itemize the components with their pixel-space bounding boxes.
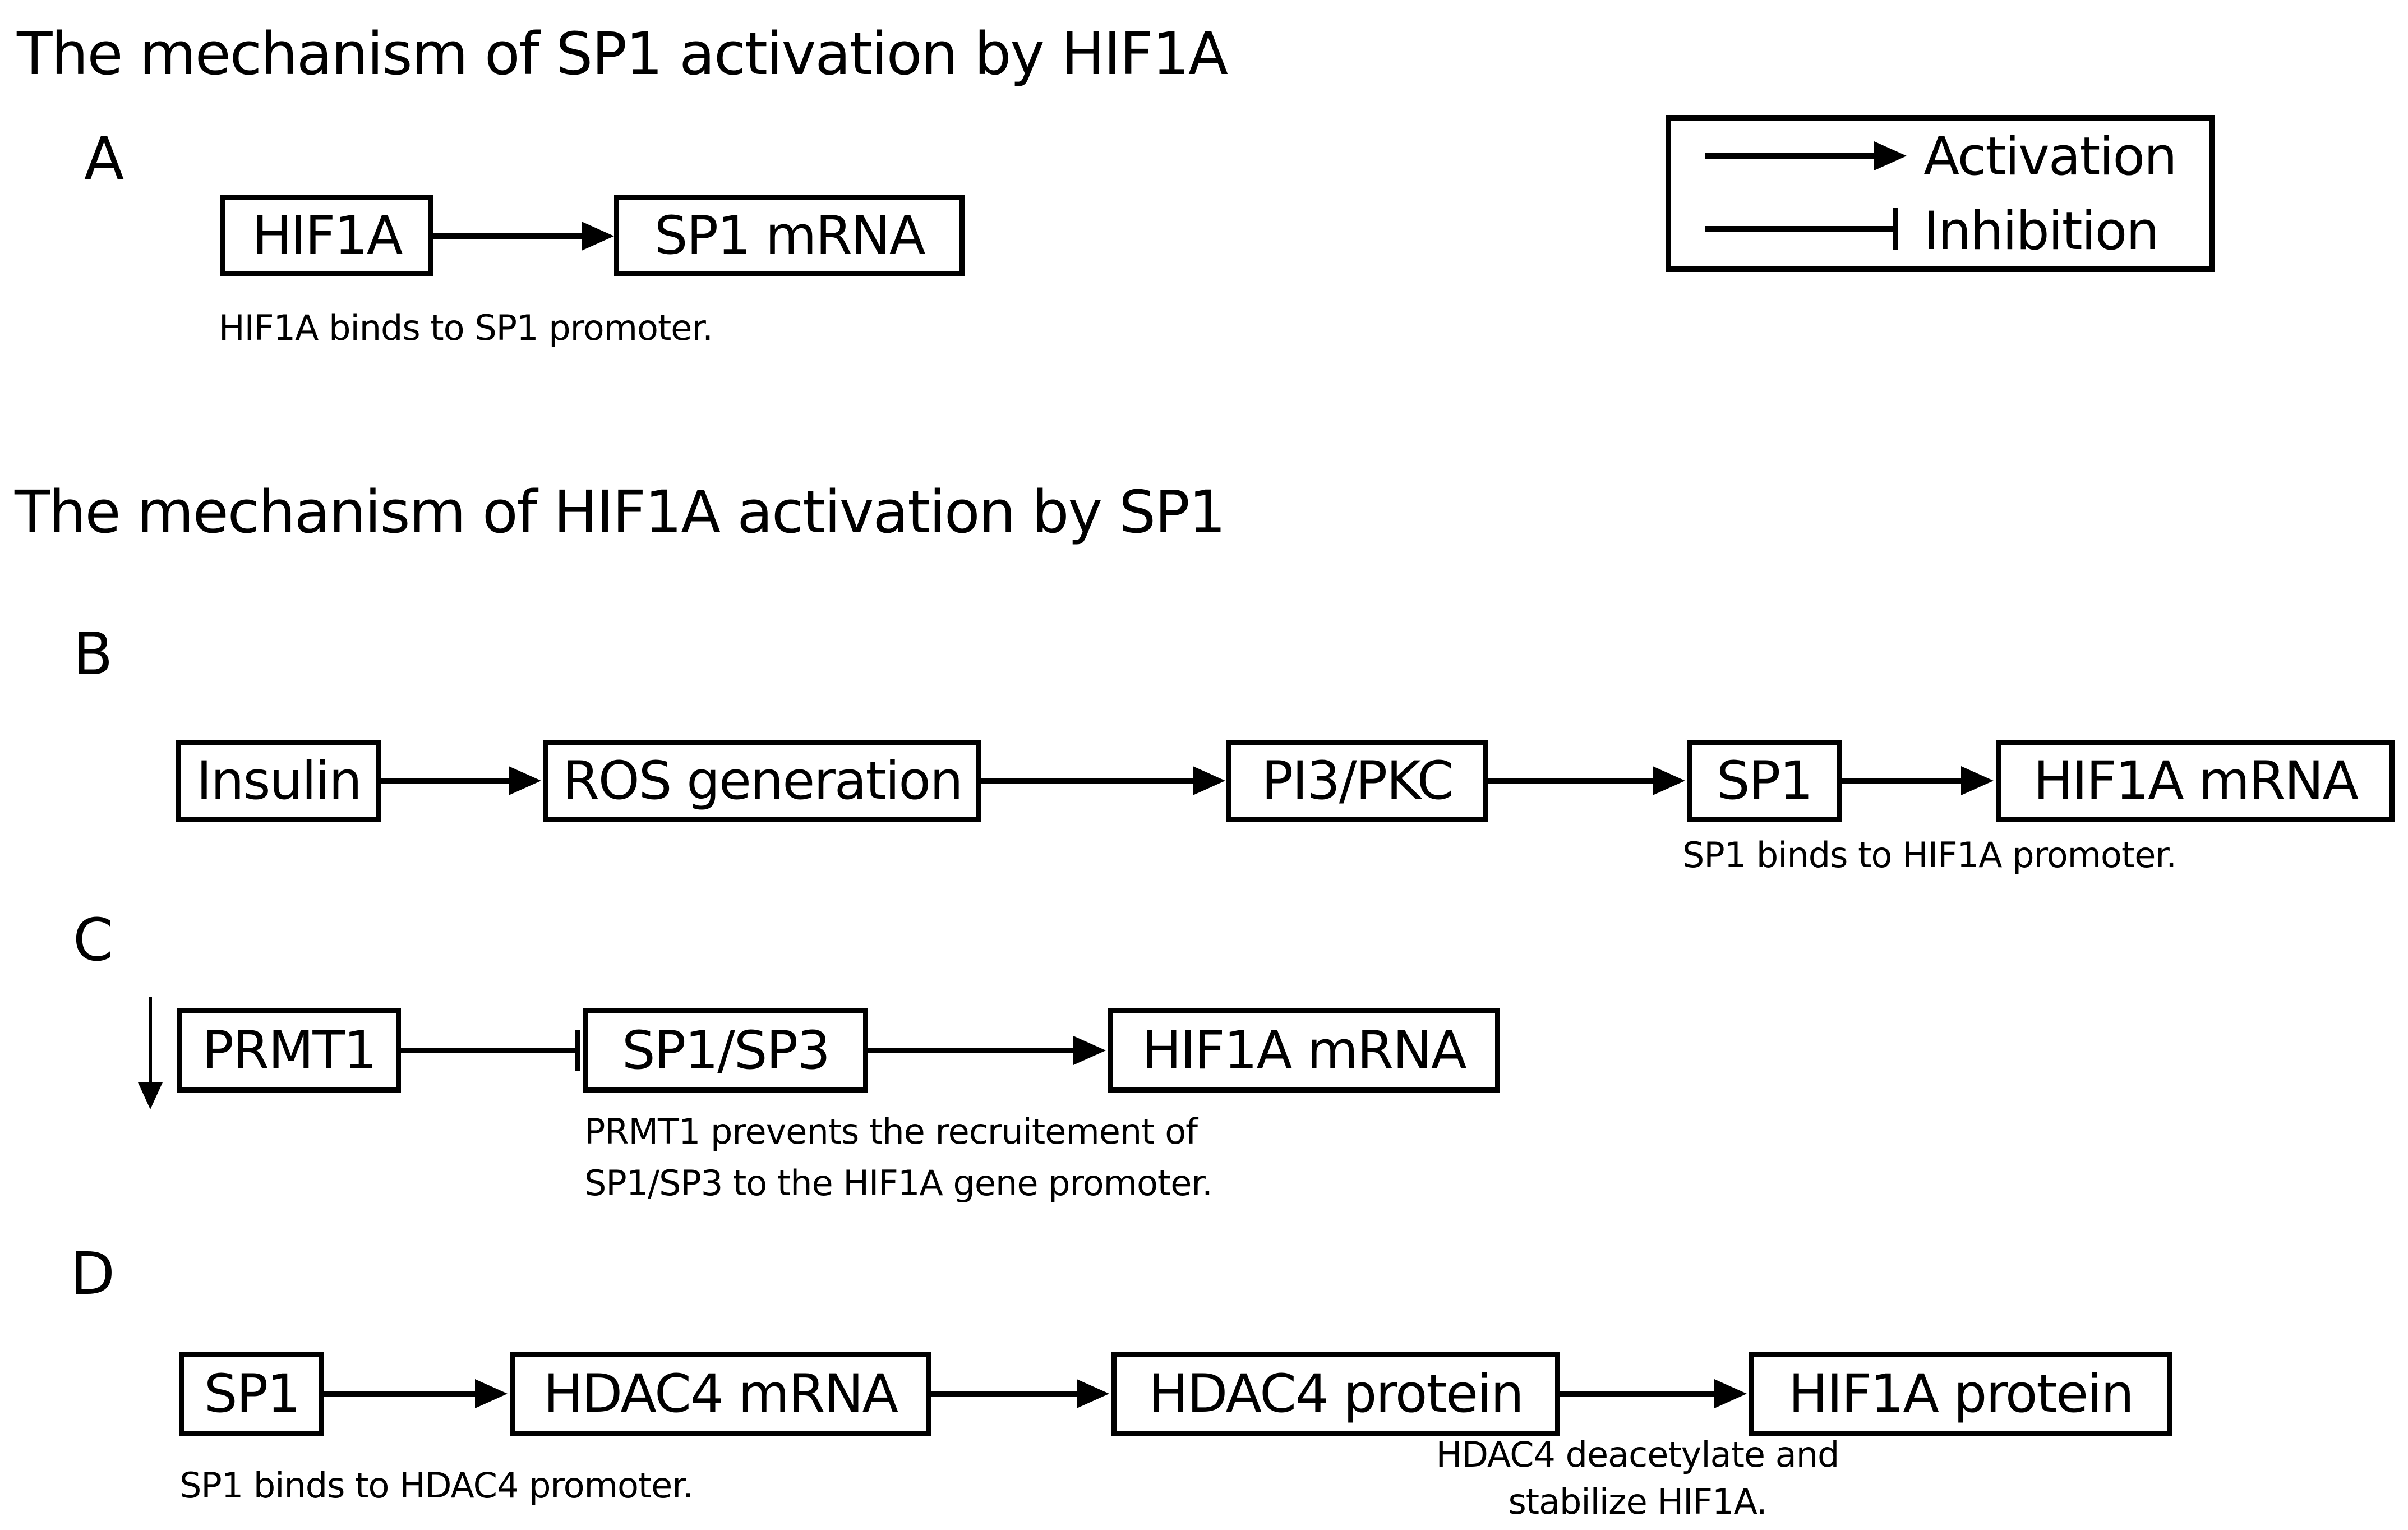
caption-c-line1: PRMT1 prevents the recruitement of bbox=[584, 1111, 1198, 1152]
arrow-line bbox=[1560, 1391, 1714, 1397]
caption-a: HIF1A binds to SP1 promoter. bbox=[219, 307, 713, 348]
node-label: SP1 bbox=[1716, 750, 1813, 812]
node-label: HIF1A protein bbox=[1788, 1363, 2134, 1425]
node-label: HIF1A mRNA bbox=[2033, 750, 2359, 812]
legend-inhibition-label: Inhibition bbox=[1923, 201, 2160, 262]
arrow-head bbox=[475, 1379, 508, 1408]
node-label: PI3/PKC bbox=[1261, 750, 1454, 812]
arrow-head bbox=[582, 222, 614, 251]
arrow-line bbox=[868, 1048, 1073, 1053]
node-label: HDAC4 mRNA bbox=[543, 1363, 898, 1425]
panel-b-label: B bbox=[73, 620, 113, 688]
panel-d-label: D bbox=[70, 1239, 116, 1308]
legend-box bbox=[1666, 115, 2215, 272]
arrow-line bbox=[433, 233, 586, 239]
arrow-head bbox=[1653, 766, 1685, 795]
node-a-hif1a: HIF1A bbox=[220, 195, 433, 276]
node-b-hif1a-mrna: HIF1A mRNA bbox=[1996, 740, 2395, 822]
arrow-head bbox=[1714, 1379, 1747, 1408]
title-hif1a-activation: The mechanism of HIF1A activation by SP1 bbox=[15, 478, 1226, 546]
arrow-line bbox=[1488, 778, 1653, 784]
node-d-hdac4-mrna: HDAC4 mRNA bbox=[510, 1352, 931, 1436]
arrow-line bbox=[981, 778, 1193, 784]
arrow-line bbox=[381, 778, 509, 784]
arrow-head bbox=[509, 766, 541, 795]
node-c-hif1a-mrna: HIF1A mRNA bbox=[1108, 1008, 1500, 1093]
node-a-sp1-mrna: SP1 mRNA bbox=[614, 195, 965, 276]
arrow-head bbox=[1077, 1379, 1109, 1408]
arrow-head bbox=[1961, 766, 1994, 795]
node-d-hif1a-protein: HIF1A protein bbox=[1749, 1352, 2172, 1436]
inhibition-bar bbox=[575, 1030, 580, 1071]
node-c-sp1-sp3: SP1/SP3 bbox=[583, 1008, 868, 1093]
inhibition-line bbox=[401, 1048, 575, 1053]
caption-d2-line2: stabilize HIF1A. bbox=[1508, 1481, 1767, 1522]
caption-d2-line1: HDAC4 deacetylate and bbox=[1436, 1434, 1840, 1475]
node-label: HIF1A bbox=[252, 205, 403, 266]
caption-b: SP1 binds to HIF1A promoter. bbox=[1682, 835, 2177, 875]
arrow-line bbox=[324, 1391, 479, 1397]
inhibition-arrow-line bbox=[1705, 226, 1893, 232]
title-sp1-activation: The mechanism of SP1 activation by HIF1A bbox=[17, 20, 1228, 88]
arrow-line bbox=[1842, 778, 1961, 784]
node-b-insulin: Insulin bbox=[176, 740, 381, 822]
node-d-hdac4-protein: HDAC4 protein bbox=[1111, 1352, 1560, 1436]
node-label: SP1/SP3 bbox=[622, 1020, 831, 1081]
node-label: Insulin bbox=[196, 750, 362, 812]
caption-c-line2: SP1/SP3 to the HIF1A gene promoter. bbox=[584, 1163, 1213, 1204]
caption-d1: SP1 binds to HDAC4 promoter. bbox=[179, 1465, 694, 1506]
node-b-pi3-pkc: PI3/PKC bbox=[1226, 740, 1488, 822]
activation-arrow-line bbox=[1705, 153, 1874, 159]
legend-activation-label: Activation bbox=[1923, 126, 2178, 187]
node-label: HDAC4 protein bbox=[1148, 1363, 1524, 1425]
activation-arrow-head bbox=[1874, 141, 1907, 170]
node-label: SP1 bbox=[204, 1363, 301, 1425]
node-d-sp1: SP1 bbox=[179, 1352, 324, 1436]
down-arrow-line bbox=[149, 997, 152, 1082]
node-label: SP1 mRNA bbox=[654, 205, 926, 266]
caption-d2: HDAC4 deacetylate and stabilize HIF1A. bbox=[1346, 1431, 1929, 1526]
node-b-sp1: SP1 bbox=[1687, 740, 1842, 822]
arrow-head bbox=[1193, 766, 1225, 795]
node-label: PRMT1 bbox=[202, 1020, 377, 1081]
panel-c-label: C bbox=[73, 906, 114, 974]
arrow-head bbox=[1073, 1036, 1106, 1065]
caption-c: PRMT1 prevents the recruitement of SP1/S… bbox=[584, 1106, 1213, 1209]
panel-a-label: A bbox=[84, 125, 124, 193]
arrow-line bbox=[931, 1391, 1077, 1397]
node-c-prmt1: PRMT1 bbox=[177, 1008, 401, 1093]
node-b-ros-generation: ROS generation bbox=[543, 740, 981, 822]
inhibition-arrow-bar bbox=[1893, 208, 1898, 250]
node-label: HIF1A mRNA bbox=[1142, 1020, 1467, 1081]
down-arrow-head bbox=[138, 1082, 163, 1109]
node-label: ROS generation bbox=[562, 750, 963, 812]
